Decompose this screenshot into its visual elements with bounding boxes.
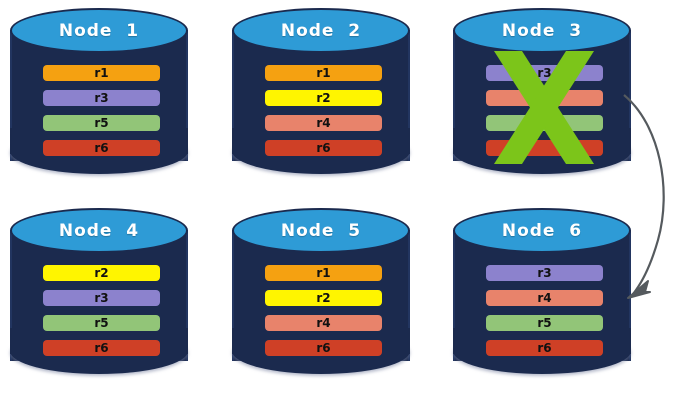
replica-list: r1 r3 r5 r6 <box>10 8 188 183</box>
replica-bar[interactable]: r3 <box>486 65 603 81</box>
node-title: Node 6 <box>501 220 583 241</box>
node-1[interactable]: Node 1 r1 r3 r5 r6 <box>10 8 188 183</box>
replica-bar[interactable]: r6 <box>486 340 603 356</box>
cylinder-top <box>232 208 410 253</box>
replica-list: r2 r3 r5 r6 <box>10 208 188 383</box>
replica-bar[interactable]: r2 <box>265 290 382 306</box>
replica-bar[interactable]: r2 <box>43 265 160 281</box>
replica-bar[interactable]: r1 <box>265 65 382 81</box>
cylinder-top <box>10 8 188 53</box>
replica-bar[interactable]: r4 <box>486 290 603 306</box>
replica-bar[interactable]: r1 <box>265 265 382 281</box>
replica-list: r1 r2 r4 r6 <box>232 8 410 183</box>
replica-bar[interactable]: r3 <box>43 290 160 306</box>
node-6[interactable]: Node 6 r3 r4 r5 r6 <box>453 208 631 383</box>
replica-bar[interactable]: r3 <box>486 265 603 281</box>
replica-bar[interactable]: r5 <box>43 315 160 331</box>
replica-list: r1 r2 r4 r6 <box>232 208 410 383</box>
node-title: Node 5 <box>280 220 362 241</box>
replica-bar[interactable] <box>486 140 603 156</box>
replica-bar[interactable]: r4 <box>265 115 382 131</box>
node-3[interactable]: Node 3 r3 <box>453 8 631 183</box>
replica-bar[interactable]: r5 <box>43 115 160 131</box>
replica-bar[interactable]: r6 <box>265 340 382 356</box>
node-title: Node 4 <box>58 220 140 241</box>
node-title: Node 3 <box>501 20 583 41</box>
replica-bar[interactable]: r2 <box>265 90 382 106</box>
node-4[interactable]: Node 4 r2 r3 r5 r6 <box>10 208 188 383</box>
replica-bar[interactable]: r6 <box>265 140 382 156</box>
node-title: Node 2 <box>280 20 362 41</box>
replica-bar[interactable] <box>486 90 603 106</box>
replica-list: r3 <box>453 8 631 183</box>
cylinder-top <box>453 208 631 253</box>
replica-bar[interactable]: r6 <box>43 340 160 356</box>
replica-bar[interactable]: r6 <box>43 140 160 156</box>
node-title: Node 1 <box>58 20 140 41</box>
replica-bar[interactable]: r1 <box>43 65 160 81</box>
cylinder-top <box>10 208 188 253</box>
replica-bar[interactable]: r5 <box>486 315 603 331</box>
replica-bar[interactable]: r4 <box>265 315 382 331</box>
node-2[interactable]: Node 2 r1 r2 r4 r6 <box>232 8 410 183</box>
replica-list: r3 r4 r5 r6 <box>453 208 631 383</box>
cylinder-top <box>232 8 410 53</box>
node-5[interactable]: Node 5 r1 r2 r4 r6 <box>232 208 410 383</box>
arrow-head <box>627 280 651 299</box>
replica-bar[interactable]: r3 <box>43 90 160 106</box>
replica-bar[interactable] <box>486 115 603 131</box>
